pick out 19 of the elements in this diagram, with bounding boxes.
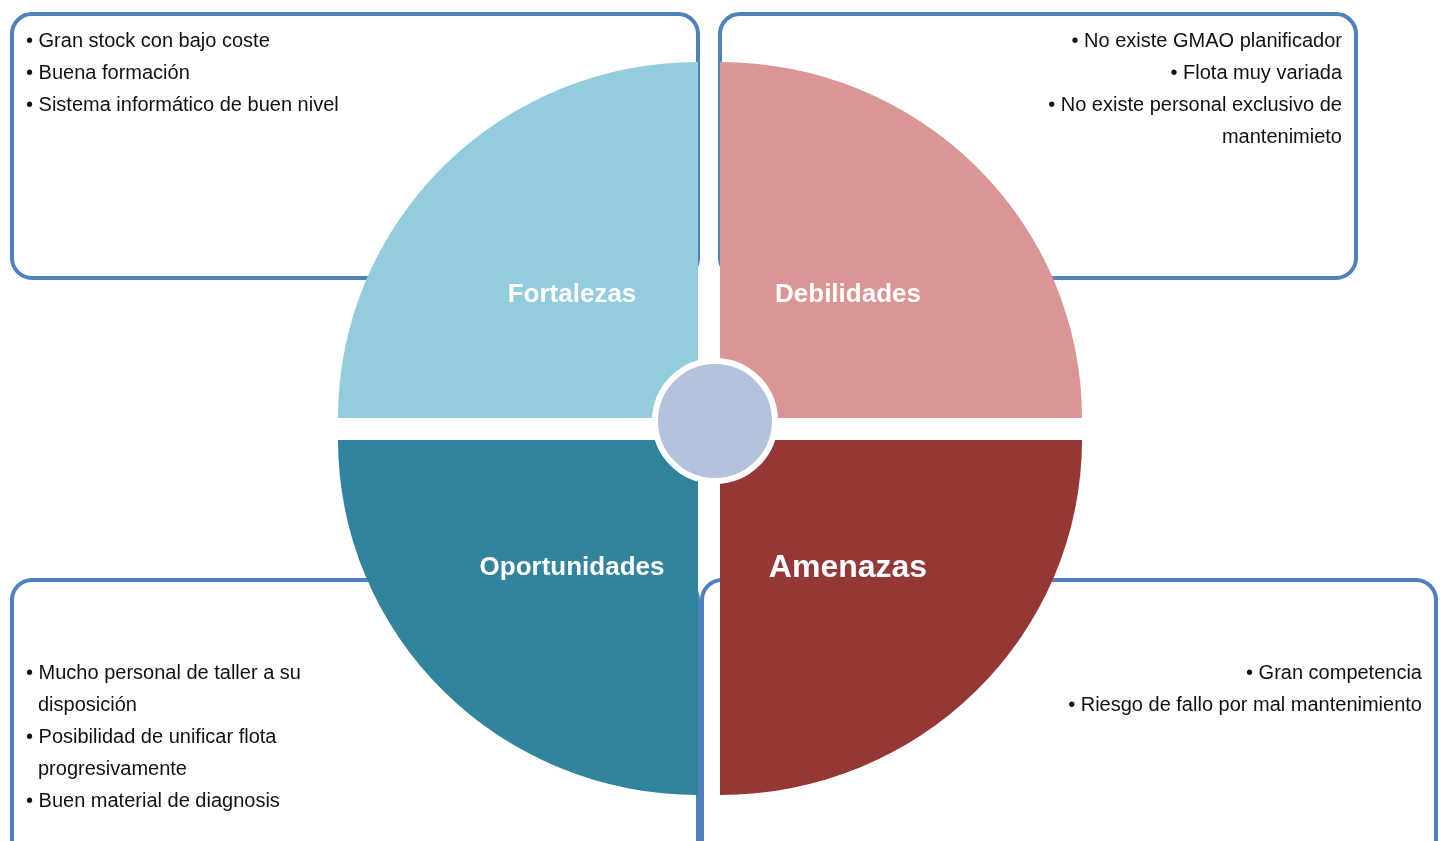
quadrant-title: Fortalezas: [507, 277, 637, 309]
bullet-point: • No existe personal exclusivo de mantenimieto: [1047, 92, 1342, 149]
bullet-point: • Riesgo de fallo por mal mantenimiento: [1067, 692, 1422, 717]
quadrant: [720, 440, 1082, 795]
quadrant: [338, 62, 698, 418]
bullet-point: • Mucho personal de taller a su disposición: [26, 660, 302, 717]
quadrant-title: Debilidades: [775, 277, 921, 309]
bullet-point: • Gran stock con bajo coste: [26, 28, 271, 53]
quadrant-title: Amenazas: [768, 547, 928, 585]
quadrant-title: Oportunidades: [479, 550, 665, 582]
bullet-point: • Buena formación: [26, 60, 191, 85]
bullet-point: • Sistema informático de buen nivel: [26, 92, 340, 117]
bullet-point: • Posibilidad de unificar flota progresivamente: [26, 724, 278, 781]
center-circle: [651, 357, 779, 485]
bullet-point: • Buen material de diagnosis: [26, 788, 281, 813]
bullet-point: • No existe GMAO planificador: [1070, 28, 1342, 53]
bullet-point: • Flota muy variada: [1169, 60, 1342, 85]
quadrant: [338, 440, 698, 795]
bullet-point: • Gran competencia: [1245, 660, 1422, 685]
